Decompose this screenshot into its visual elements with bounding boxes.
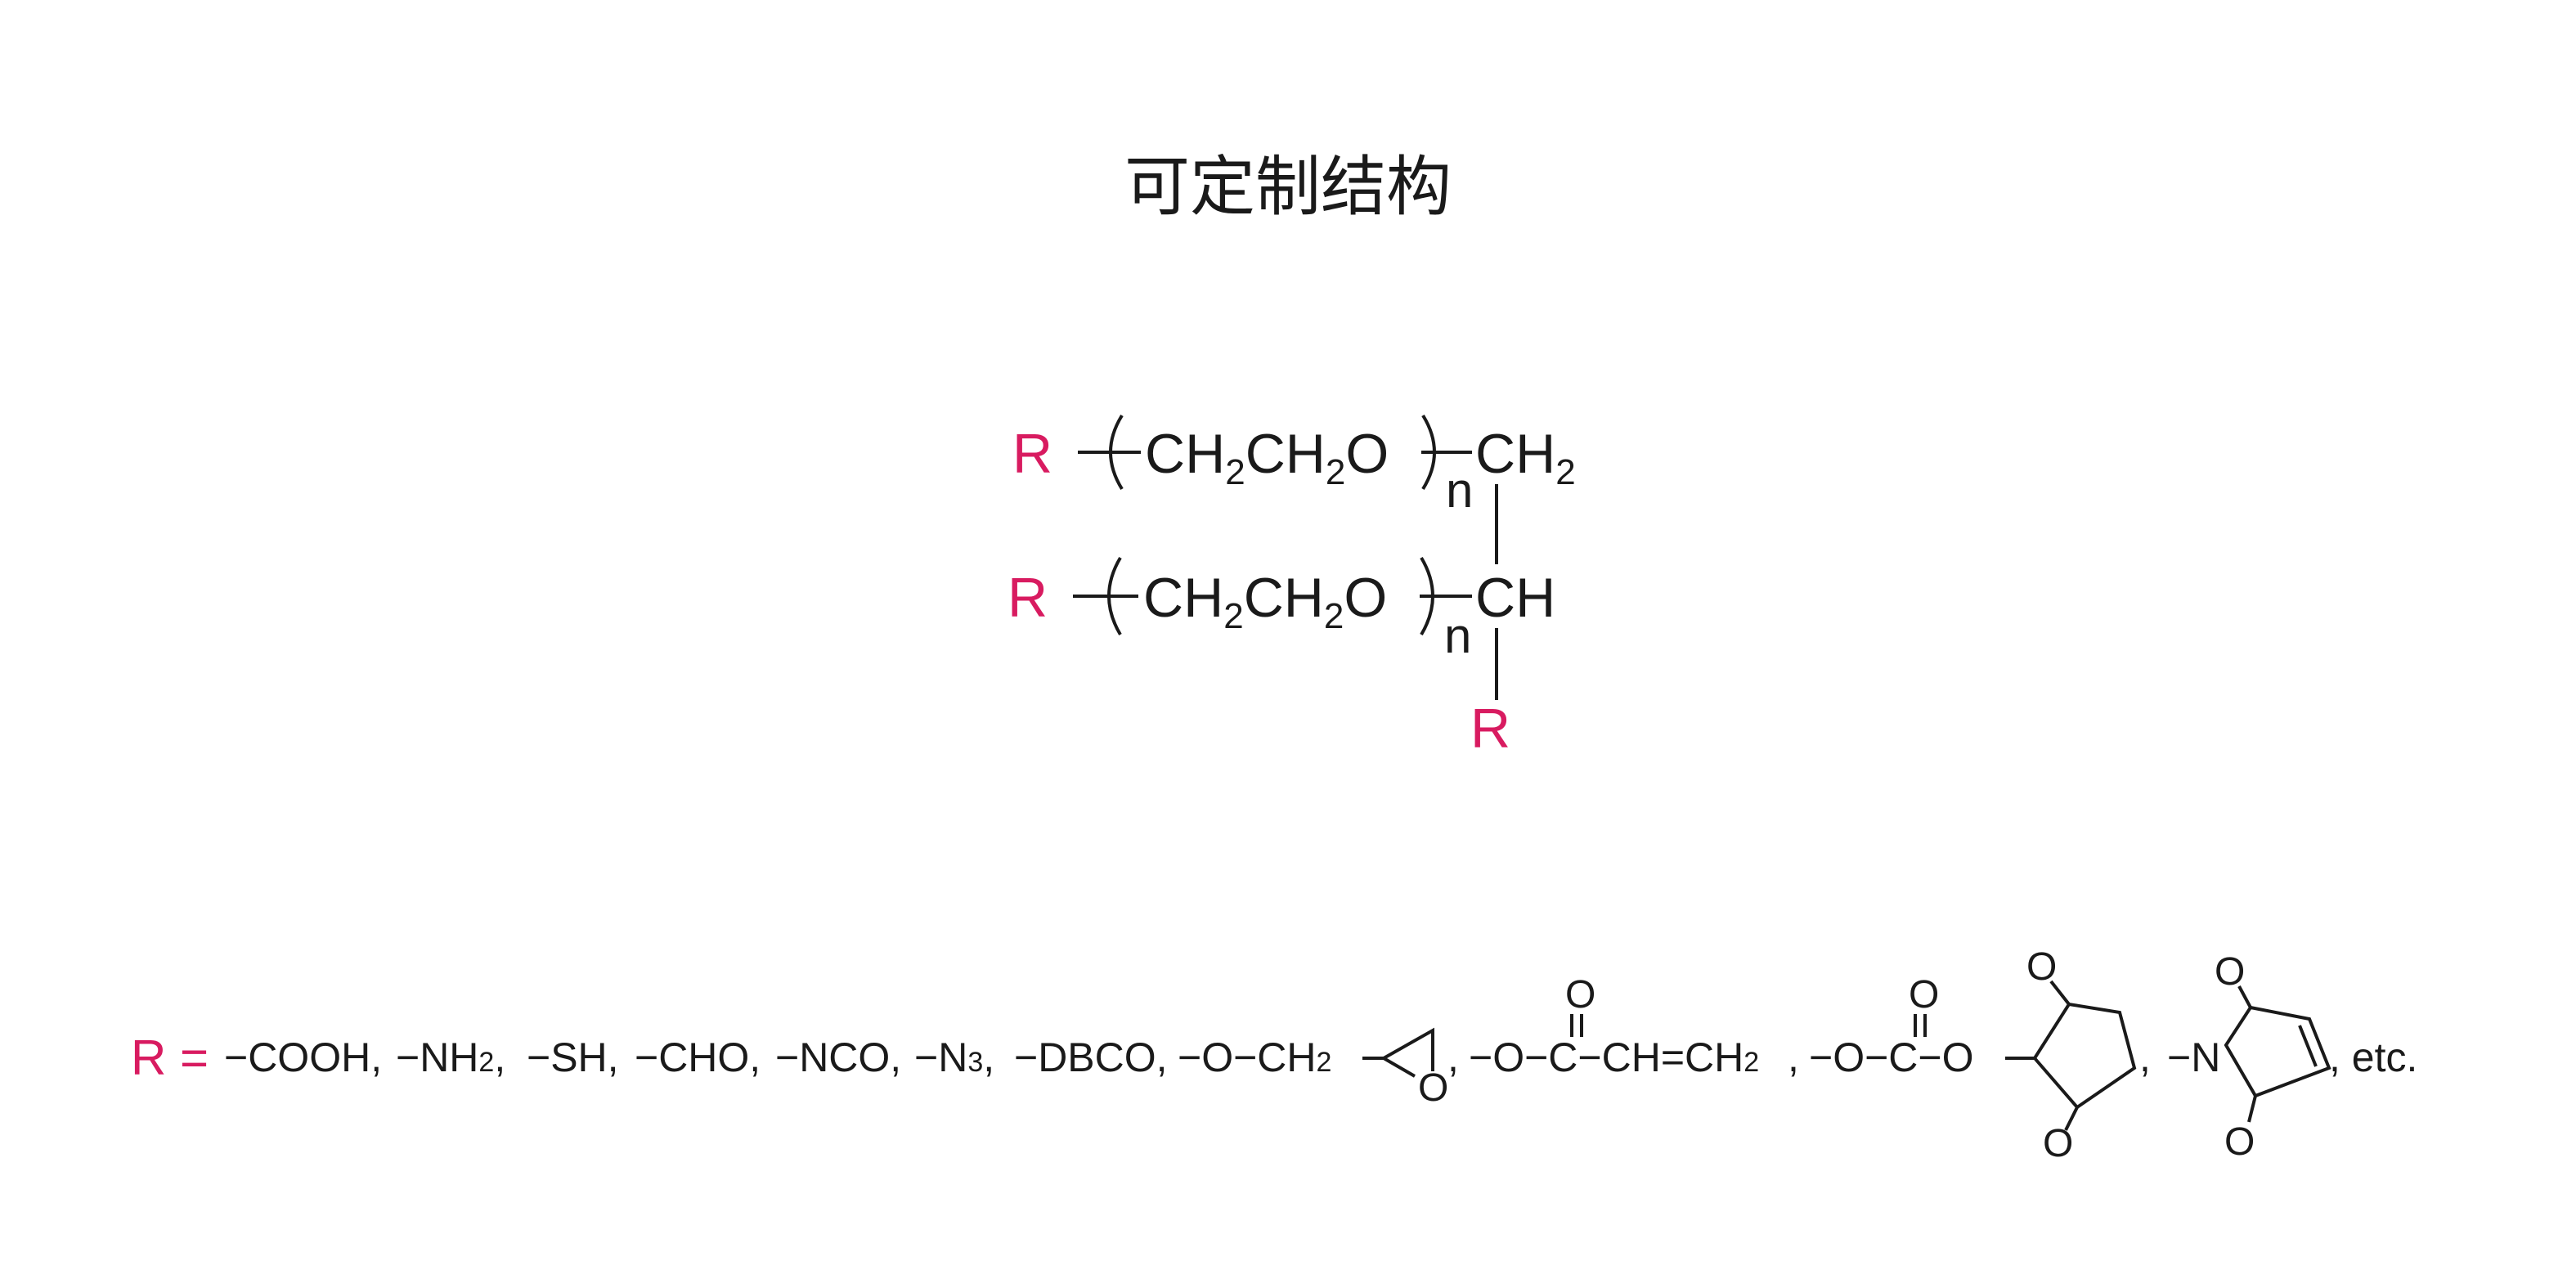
peg-arm-2: R CH2CH2O n CH xyxy=(1008,556,1555,663)
svg-text:,: , xyxy=(2139,1034,2151,1080)
r-option-acrylate: −O−C−CH=CH2 xyxy=(1469,1034,1759,1080)
r-equals-label: R = xyxy=(131,1030,209,1085)
ch-group: CH xyxy=(1475,567,1555,629)
succinimide-ring-icon: O O xyxy=(2005,945,2137,1165)
svg-text:O: O xyxy=(2224,1120,2255,1164)
page-title: 可定制结构 xyxy=(1124,149,1452,225)
r-group-1: R xyxy=(1012,423,1052,485)
peg-arm-1: R CH2CH2O n CH2 xyxy=(1012,414,1576,518)
ch2-group: CH2 xyxy=(1475,423,1576,492)
acrylate-carbonyl: O xyxy=(1565,973,1595,1037)
subscript-n-1: n xyxy=(1446,463,1473,518)
repeat-unit-2: CH2CH2O xyxy=(1143,567,1387,636)
open-bracket-2 xyxy=(1107,556,1122,636)
epoxide-ring-icon: O xyxy=(1362,1027,1448,1110)
svg-text:O: O xyxy=(1565,973,1595,1016)
maleimide-ring-icon: O O xyxy=(2215,950,2331,1164)
r-option-nhs-carbonate: −O−C−O xyxy=(1809,1034,1974,1080)
repeat-unit-1: CH2CH2O xyxy=(1145,423,1389,492)
r-option-nco: −NCO, xyxy=(775,1034,901,1080)
r-option-nh2: −NH2, xyxy=(396,1034,505,1080)
svg-text:,: , xyxy=(1788,1034,1799,1080)
r-option-glycidyl: −O−CH2 xyxy=(1178,1034,1331,1080)
r-group-list: R = −COOH, −NH2, −SH, −CHO, −NCO, −N3, −… xyxy=(131,945,2417,1165)
r-group-3: R xyxy=(1470,698,1510,760)
r-option-cho: −CHO, xyxy=(635,1034,761,1080)
r-group-2: R xyxy=(1008,567,1048,629)
svg-text:O: O xyxy=(1909,973,1939,1016)
r-option-n3: −N3, xyxy=(914,1034,994,1080)
svg-text:O: O xyxy=(2043,1122,2073,1165)
r-option-etc: , etc. xyxy=(2329,1034,2417,1080)
svg-text:,: , xyxy=(1447,1034,1459,1080)
subscript-n-2: n xyxy=(1444,608,1471,663)
svg-text:O: O xyxy=(2215,950,2245,994)
svg-text:O: O xyxy=(2026,945,2057,989)
r-option-sh: −SH, xyxy=(527,1034,619,1080)
r-option-dbco: −DBCO, xyxy=(1014,1034,1168,1080)
open-bracket-1 xyxy=(1109,414,1124,491)
svg-text:O: O xyxy=(1418,1066,1448,1110)
nhs-carbonyl: O xyxy=(1909,973,1939,1037)
r-option-cooh: −COOH, xyxy=(224,1034,382,1080)
r-option-maleimide: −N xyxy=(2167,1034,2220,1080)
